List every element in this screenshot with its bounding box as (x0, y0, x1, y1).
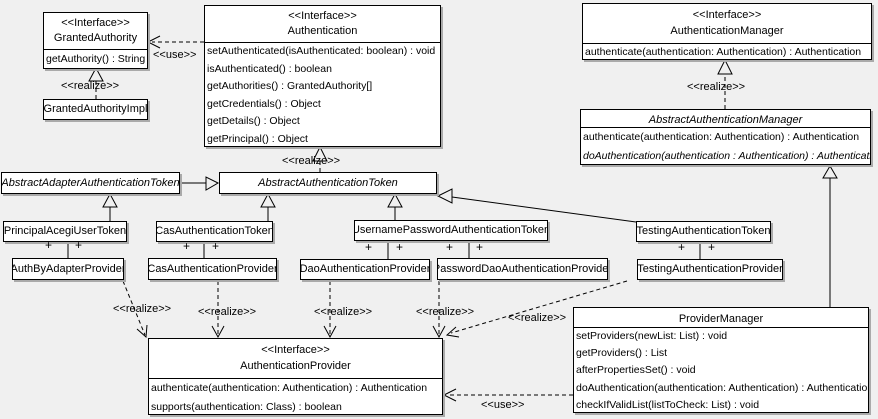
method: authenticate(authentication: Authenticat… (151, 382, 428, 394)
realize-label: <<realize>> (282, 155, 341, 167)
multiplicity-label: + (396, 240, 404, 254)
stereotype-label: <<Interface>> (261, 343, 330, 356)
class-authentication[interactable]: <<Interface>> Authentication setAuthenti… (204, 5, 441, 147)
method: supports(authentication: Class) : boolea… (151, 400, 342, 413)
method: setAuthenticated(isAuthenticated: boolea… (207, 45, 436, 57)
class-testing-authentication-token[interactable]: TestingAuthenticationToken (636, 221, 771, 242)
realize-label: <<realize>> (687, 81, 746, 93)
method: authenticate(authentication: Authenticat… (583, 131, 860, 143)
multiplicity-label: + (212, 239, 220, 253)
multiplicity-label: + (476, 240, 484, 254)
class-name: AbstractAuthenticationToken (258, 176, 398, 189)
stereotype-label: <<Interface>> (61, 16, 130, 29)
method: getPrincipal() : Object (207, 132, 308, 145)
open-arrowhead-icon (323, 325, 337, 339)
open-arrowhead-icon (136, 324, 148, 339)
class-name: CasAuthenticationToken (156, 225, 273, 237)
open-arrowhead-icon (442, 388, 457, 402)
realize-line (122, 280, 146, 336)
class-name: PasswordDaoAuthenticationProvider (437, 262, 608, 275)
class-name: CasAuthenticationProvider (148, 262, 277, 275)
multiplicity-label: + (678, 240, 686, 254)
hollow-triangle-icon (88, 66, 104, 82)
class-authentication-provider[interactable]: <<Interface>> AuthenticationProvider aut… (148, 338, 443, 415)
class-name: UsernamePasswordAuthenticationToken (354, 224, 548, 236)
hollow-triangle-icon (312, 145, 328, 162)
open-arrowhead-icon (445, 326, 460, 338)
class-granted-authority[interactable]: <<Interface>> GrantedAuthority getAuthor… (43, 12, 148, 69)
class-name: AbstractAdapterAuthenticationToken (1, 176, 180, 189)
use-label: <<use>> (481, 399, 525, 411)
method: getAuthorities() : GrantedAuthority[] (207, 80, 373, 92)
class-provider-manager[interactable]: ProviderManager setProviders(newList: Li… (573, 307, 869, 413)
method: getCredentials() : Object (207, 97, 321, 110)
hollow-triangle-icon (436, 188, 453, 204)
class-cas-authentication-provider[interactable]: CasAuthenticationProvider (148, 258, 277, 280)
realize-label: <<realize>> (61, 80, 120, 92)
class-password-dao-authentication-provider[interactable]: PasswordDaoAuthenticationProvider (437, 258, 608, 280)
realize-label: <<realize>> (314, 306, 373, 318)
class-name: GrantedAuthorityImpl (43, 103, 148, 115)
open-arrowhead-icon (211, 325, 225, 339)
method: getAuthority() : String (46, 53, 146, 65)
method: doAuthentication(authentication : Authen… (583, 150, 870, 162)
stereotype-label: <<Interface>> (692, 8, 762, 21)
class-name: DaoAuthenticationProvider (300, 263, 430, 275)
realize-line (450, 280, 628, 334)
realize-label: <<realize>> (198, 306, 257, 318)
hollow-triangle-icon (260, 192, 276, 208)
class-username-password-authentication-token[interactable]: UsernamePasswordAuthenticationToken (354, 220, 548, 241)
class-cas-authentication-token[interactable]: CasAuthenticationToken (156, 221, 273, 242)
class-name: AuthenticationManager (670, 25, 784, 38)
method: isAuthenticated() : boolean (207, 62, 332, 75)
class-testing-authentication-provider[interactable]: TestingAuthenticationProvider (637, 259, 783, 280)
hollow-triangle-icon (717, 58, 733, 75)
multiplicity-label: + (75, 238, 83, 252)
realize-label: <<realize>> (113, 303, 172, 315)
method: getDetails() : Object (207, 115, 300, 127)
hollow-triangle-icon (102, 192, 118, 208)
method: afterPropertiesSet() : void (576, 364, 696, 377)
class-name: AbstractAuthenticationManager (648, 114, 803, 126)
multiplicity-label: + (446, 240, 454, 254)
class-principal-acegi-user-token[interactable]: PrincipalAcegiUserToken (3, 221, 127, 242)
hollow-triangle-icon (205, 176, 220, 191)
method: checkIfValidList(listToCheck: List) : vo… (576, 398, 760, 411)
class-name: GrantedAuthority (53, 32, 138, 45)
multiplicity-label: + (708, 240, 716, 254)
class-abstract-authentication-manager[interactable]: AbstractAuthenticationManager authentica… (580, 109, 871, 165)
class-name: ProviderManager (678, 313, 764, 325)
class-name: AuthenticationProvider (240, 360, 351, 373)
stereotype-label: <<Interface>> (288, 9, 357, 22)
multiplicity-label: + (45, 238, 53, 252)
class-name: TestingAuthenticationProvider (637, 263, 783, 275)
class-auth-by-adapter-provider[interactable]: AuthByAdapterProvider (12, 258, 124, 280)
class-abstract-adapter-authentication-token[interactable]: AbstractAdapterAuthenticationToken (1, 172, 180, 194)
class-dao-authentication-provider[interactable]: DaoAuthenticationProvider (300, 259, 430, 280)
hollow-triangle-icon (387, 192, 403, 208)
method: doAuthentication(authentication: Authent… (576, 381, 868, 394)
class-authentication-manager[interactable]: <<Interface>> AuthenticationManager auth… (582, 3, 872, 60)
method: authenticate(authentication: Authenticat… (585, 46, 862, 58)
hollow-triangle-icon (822, 165, 838, 179)
class-name: AuthByAdapterProvider (12, 262, 124, 275)
class-abstract-authentication-token[interactable]: AbstractAuthenticationToken (219, 172, 437, 194)
method: setProviders(newList: List) : void (576, 330, 728, 342)
realize-label: <<realize>> (416, 306, 475, 318)
class-name: Authentication (287, 25, 358, 38)
generalization-line (451, 196, 637, 223)
multiplicity-label: + (183, 239, 191, 253)
method: getProviders() : List (576, 347, 668, 360)
class-name: TestingAuthenticationToken (636, 225, 771, 237)
open-arrowhead-icon (432, 325, 446, 339)
use-label: <<use>> (153, 49, 197, 61)
class-name: PrincipalAcegiUserToken (3, 225, 127, 237)
open-arrowhead-icon (146, 35, 161, 49)
multiplicity-label: + (365, 240, 373, 254)
class-granted-authority-impl[interactable]: GrantedAuthorityImpl (43, 99, 148, 120)
realize-label: <<realize>> (508, 312, 567, 324)
